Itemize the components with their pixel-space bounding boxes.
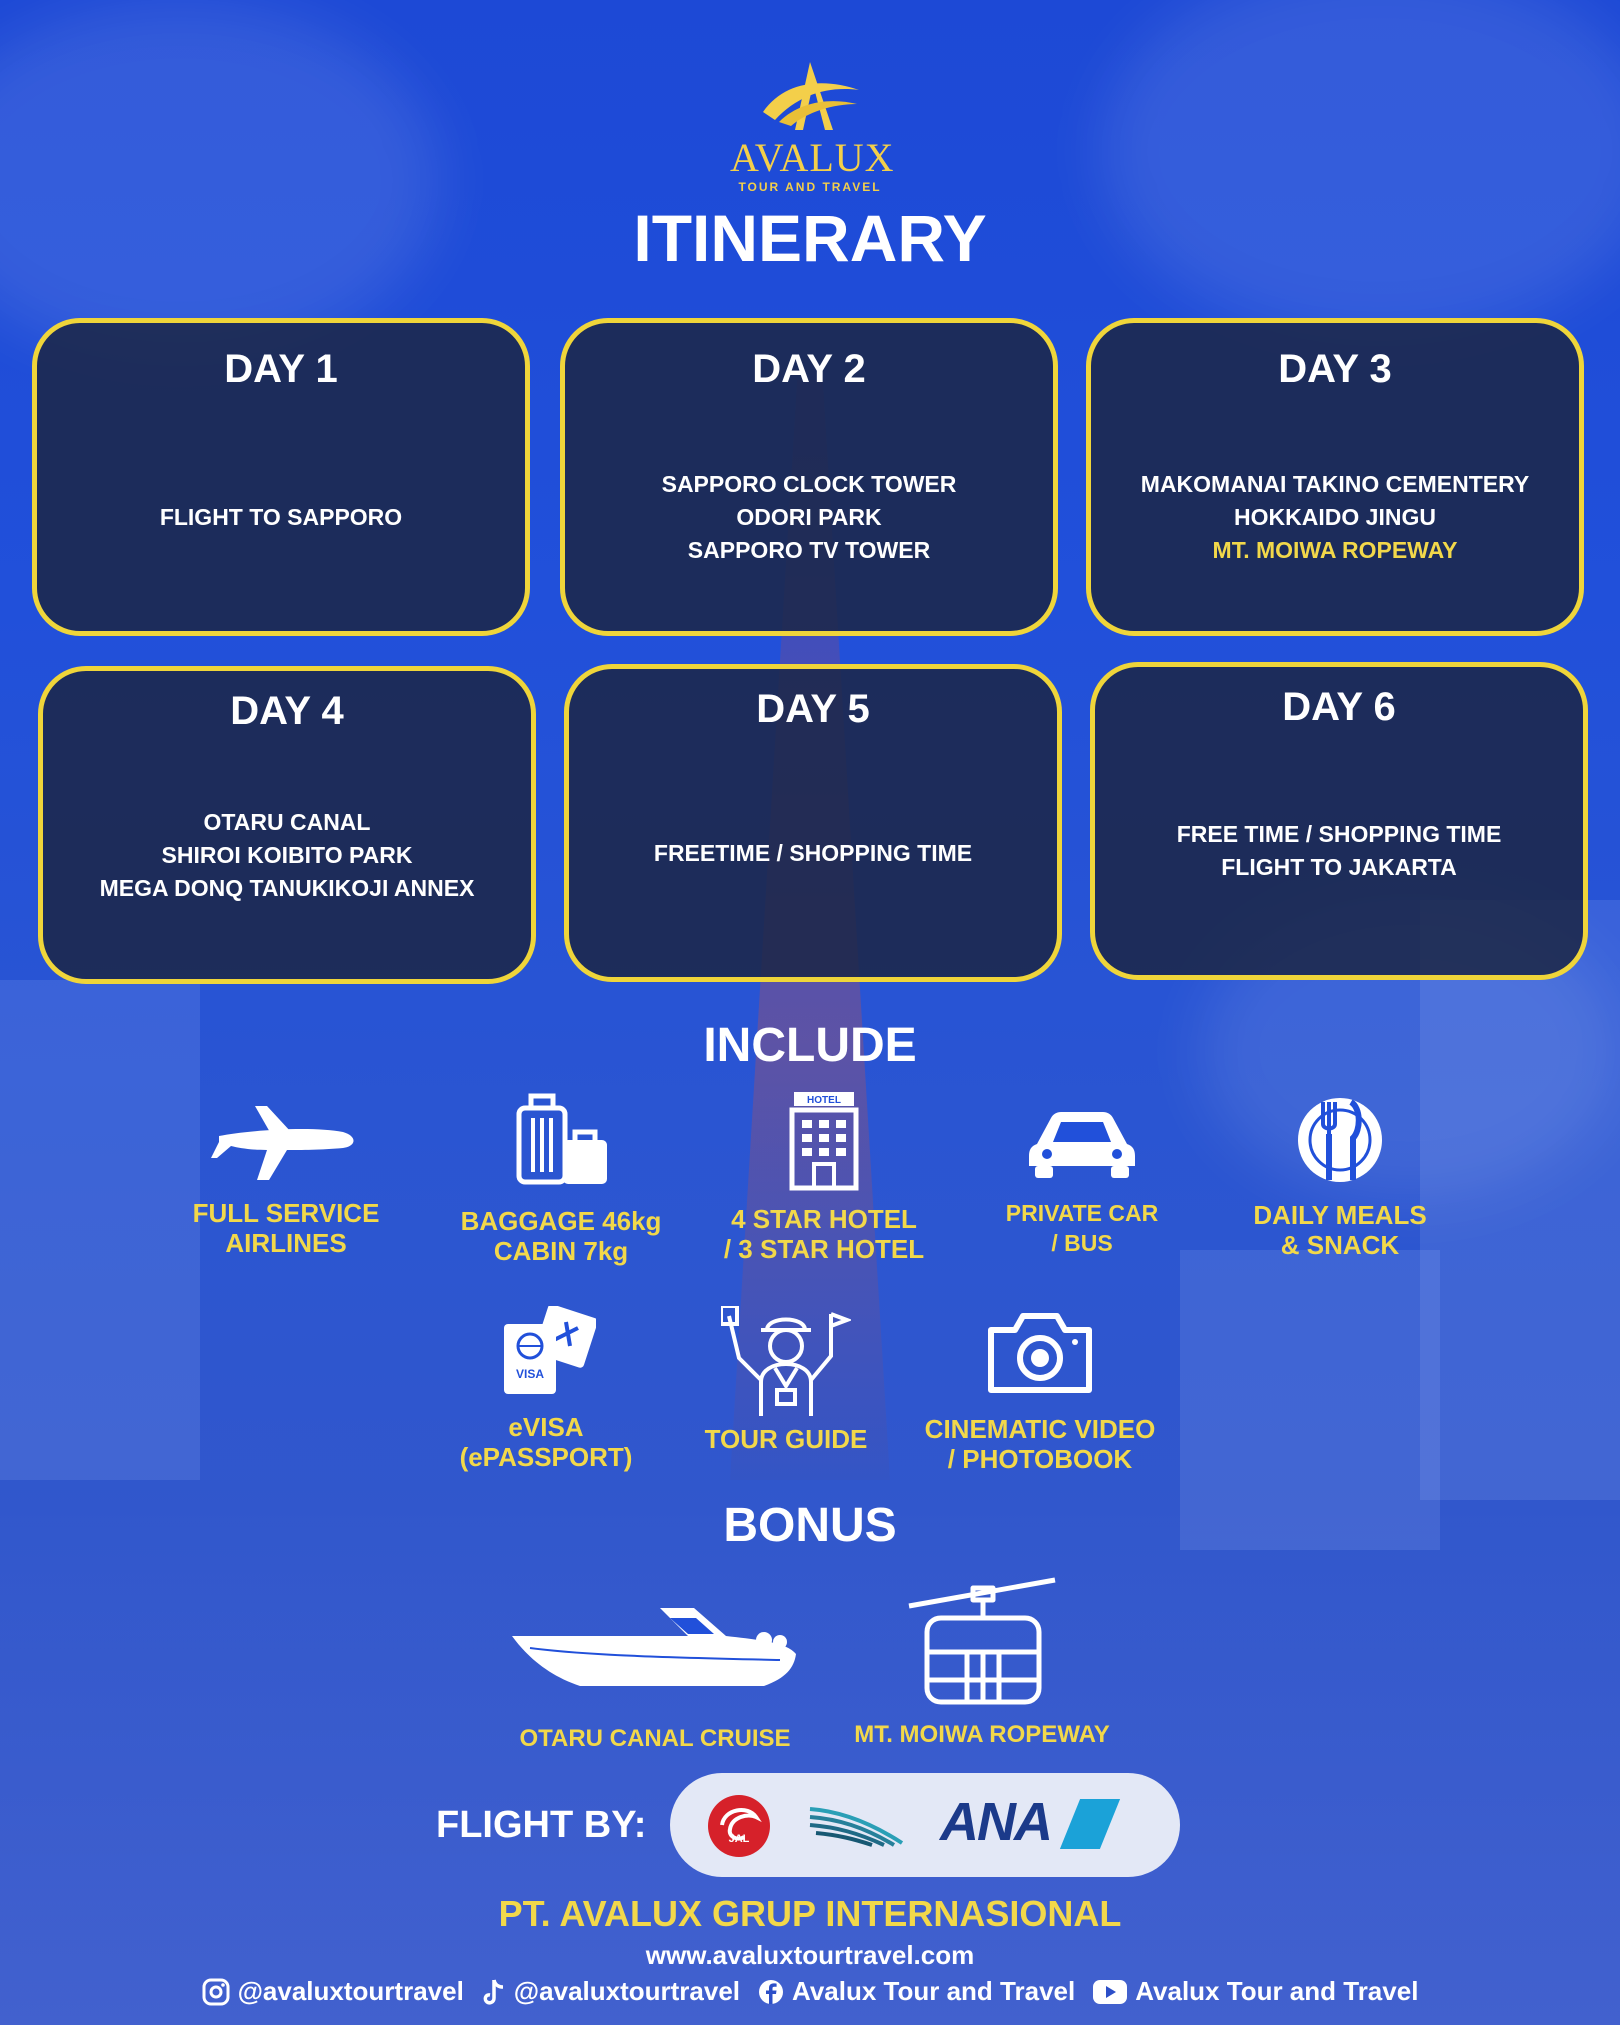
day-card-3: DAY 3 MAKOMANAI TAKINO CEMENTERY HOKKAID… xyxy=(1086,318,1584,636)
include-label: TOUR GUIDE xyxy=(704,1424,868,1454)
crane-icon xyxy=(720,1808,762,1841)
include-label: 4 STAR HOTEL xyxy=(731,1204,917,1234)
day-activity: HOKKAIDO JINGU xyxy=(1234,503,1436,530)
social-youtube[interactable]: Avalux Tour and Travel xyxy=(1093,1976,1418,2007)
include-item-tour-guide: TOUR GUIDE xyxy=(686,1306,886,1454)
camera-icon xyxy=(988,1313,1092,1393)
bonus-label: MT. MOIWA ROPEWAY xyxy=(854,1721,1110,1748)
brand-name: AVALUX xyxy=(730,135,895,180)
include-item-meals: DAILY MEALS & SNACK xyxy=(1230,1094,1450,1260)
day-activity: SAPPORO CLOCK TOWER xyxy=(661,470,957,497)
social-handle: @avaluxtourtravel xyxy=(237,1976,464,2006)
bonus-label: OTARU CANAL CRUISE xyxy=(519,1725,791,1752)
brand-tagline: TOUR AND TRAVEL xyxy=(738,180,882,194)
include-label: eVISA xyxy=(508,1412,584,1442)
social-handle: @avaluxtourtravel xyxy=(513,1976,741,2006)
social-handle: Avalux Tour and Travel xyxy=(792,1976,1076,2006)
tiktok-icon xyxy=(483,1979,503,2005)
include-label: BAGGAGE 46kg xyxy=(460,1206,662,1236)
bonus-item-ropeway: MT. MOIWA ROPEWAY xyxy=(842,1576,1122,1750)
day-label: DAY 5 xyxy=(756,687,870,731)
hotel-sign: HOTEL xyxy=(807,1095,841,1106)
social-tiktok[interactable]: @avaluxtourtravel xyxy=(482,1976,740,2007)
social-facebook[interactable]: Avalux Tour and Travel xyxy=(758,1976,1075,2007)
include-label: AIRLINES xyxy=(225,1228,347,1258)
airplane-icon xyxy=(211,1106,354,1180)
day-card-5: DAY 5 FREETIME / SHOPPING TIME xyxy=(564,664,1062,982)
include-label: FULL SERVICE xyxy=(192,1198,380,1228)
itinerary-title: ITINERARY xyxy=(633,201,987,275)
youtube-icon xyxy=(1093,1979,1128,2004)
bonus-item-cruise: OTARU CANAL CRUISE xyxy=(500,1596,810,1754)
garuda-logo-icon xyxy=(809,1807,904,1847)
boat-icon xyxy=(512,1608,796,1686)
include-label: CABIN 7kg xyxy=(493,1236,629,1266)
luggage-icon xyxy=(516,1093,607,1185)
include-item-airlines: FULL SERVICE AIRLINES xyxy=(176,1096,396,1258)
instagram-icon xyxy=(202,1978,230,2005)
day-card-6: DAY 6 FREE TIME / SHOPPING TIME FLIGHT T… xyxy=(1090,662,1588,980)
flight-by-label: FLIGHT BY: xyxy=(436,1804,647,1846)
hotel-icon: HOTEL xyxy=(789,1092,859,1191)
day-activity: MEGA DONQ TANUKIKOJI ANNEX xyxy=(99,874,475,901)
include-label: / PHOTOBOOK xyxy=(947,1444,1133,1474)
ana-logo-icon: ANA xyxy=(940,1792,1053,1852)
include-label: / BUS xyxy=(1051,1230,1113,1256)
social-instagram[interactable]: @avaluxtourtravel xyxy=(202,1976,464,2007)
include-label: & SNACK xyxy=(1280,1230,1400,1260)
day-card-4: DAY 4 OTARU CANAL SHIROI KOIBITO PARK ME… xyxy=(38,666,536,984)
airline-logos: JAL ANA xyxy=(670,1773,1180,1877)
tour-guide-icon xyxy=(721,1306,851,1416)
jal-logo-icon: JAL xyxy=(708,1795,770,1857)
day-label: DAY 3 xyxy=(1278,347,1392,391)
social-links: @avaluxtourtravel @avaluxtourtravel Aval… xyxy=(0,1976,1620,2007)
include-label: DAILY MEALS xyxy=(1253,1200,1427,1230)
website-link[interactable]: www.avaluxtourtravel.com xyxy=(645,1940,975,1970)
day-label: DAY 1 xyxy=(224,347,338,391)
visa-stamp: VISA xyxy=(516,1367,544,1381)
include-label: (ePASSPORT) xyxy=(459,1442,633,1472)
include-item-hotel: HOTEL 4 STAR HOTEL / 3 STAR HOTEL xyxy=(714,1092,934,1264)
day-card-1: DAY 1 FLIGHT TO SAPPORO xyxy=(32,318,530,636)
include-item-visa: VISA eVISA (ePASSPORT) xyxy=(436,1306,656,1472)
day-activity: SHIROI KOIBITO PARK xyxy=(161,841,413,868)
day-label: DAY 6 xyxy=(1282,685,1396,729)
company-name: PT. AVALUX GRUP INTERNASIONAL xyxy=(498,1893,1122,1934)
day-activity: FLIGHT TO JAKARTA xyxy=(1221,854,1457,880)
day-activity: SAPPORO TV TOWER xyxy=(687,536,931,563)
include-title: INCLUDE xyxy=(703,1019,917,1072)
include-item-transport: PRIVATE CAR / BUS xyxy=(982,1104,1182,1258)
avalux-logo: AVALUX TOUR AND TRAVEL xyxy=(730,60,895,194)
facebook-icon xyxy=(759,1979,784,2004)
day-activity: FREE TIME / SHOPPING TIME xyxy=(1176,821,1502,847)
day-label: DAY 2 xyxy=(752,347,866,391)
include-label: PRIVATE CAR xyxy=(1005,1200,1159,1226)
day-activity: FLIGHT TO SAPPORO xyxy=(159,503,403,530)
day-activity: MAKOMANAI TAKINO CEMENTERY xyxy=(1140,470,1530,497)
include-item-baggage: BAGGAGE 46kg CABIN 7kg xyxy=(446,1092,676,1266)
jal-text: JAL xyxy=(728,1833,750,1845)
day-card-2: DAY 2 SAPPORO CLOCK TOWER ODORI PARK SAP… xyxy=(560,318,1058,636)
visa-icon: VISA xyxy=(504,1306,596,1394)
social-handle: Avalux Tour and Travel xyxy=(1135,1976,1419,2006)
day-activity: OTARU CANAL xyxy=(203,808,371,835)
meals-icon xyxy=(1298,1098,1382,1182)
ana-stripe-icon xyxy=(1059,1799,1121,1849)
day-label: DAY 4 xyxy=(230,689,344,733)
car-icon xyxy=(1029,1112,1135,1178)
include-label: / 3 STAR HOTEL xyxy=(723,1234,925,1264)
avalux-wing-icon xyxy=(763,62,859,130)
include-item-cinematic: CINEMATIC VIDEO / PHOTOBOOK xyxy=(900,1310,1180,1474)
day-activity: ODORI PARK xyxy=(736,503,882,530)
ropeway-icon xyxy=(908,1577,1056,1705)
day-activity: FREETIME / SHOPPING TIME xyxy=(653,839,973,866)
include-label: CINEMATIC VIDEO xyxy=(924,1414,1156,1444)
day-activity-highlight: MT. MOIWA ROPEWAY xyxy=(1212,536,1458,563)
bonus-title: BONUS xyxy=(723,1499,897,1552)
